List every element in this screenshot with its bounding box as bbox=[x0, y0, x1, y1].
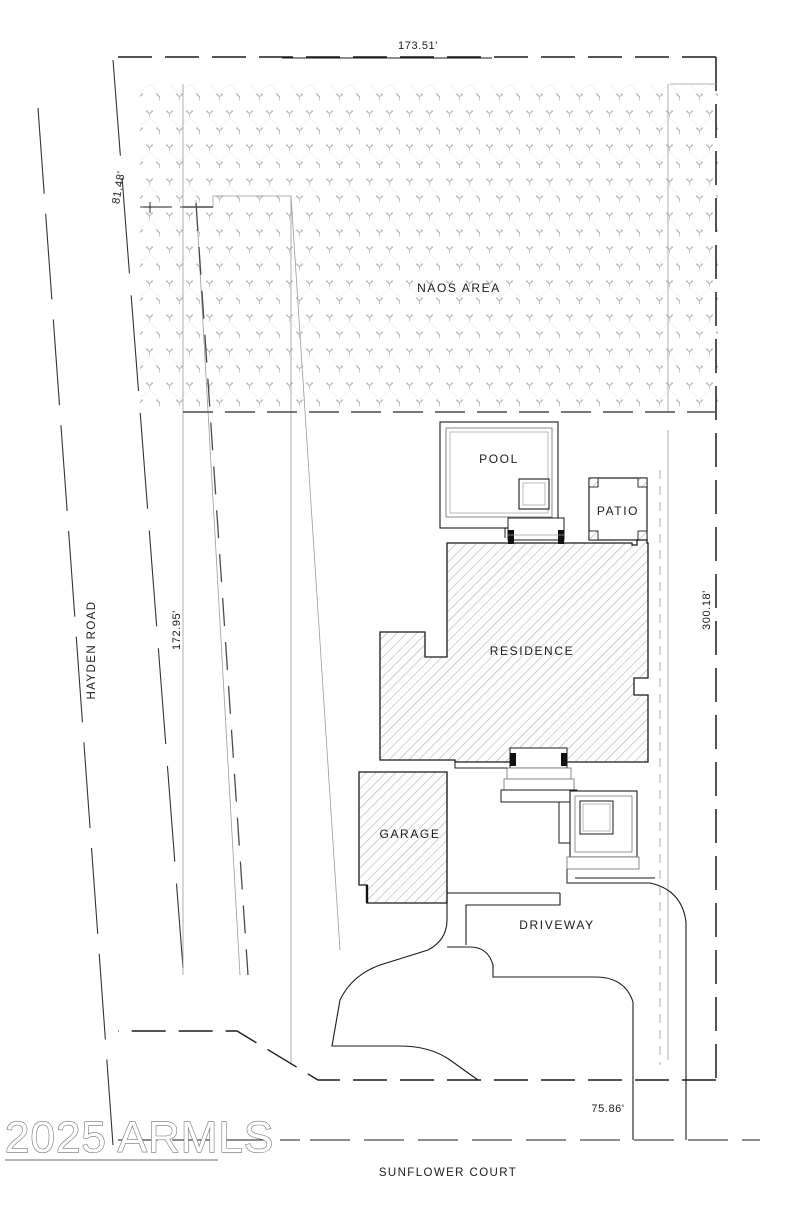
driveway-south-edge bbox=[447, 946, 634, 1080]
naos-area-region bbox=[140, 84, 718, 414]
pool-label: POOL bbox=[479, 452, 519, 466]
dimension-left-label: 172.95' bbox=[171, 610, 183, 650]
naos-area-label: NAOS AREA bbox=[417, 281, 501, 295]
dimension-right: 300.18' bbox=[701, 590, 713, 630]
armls-watermark: 2025 ARMLS bbox=[5, 1113, 274, 1162]
street-label-hayden-road: HAYDEN ROAD bbox=[86, 601, 98, 700]
pool-structure bbox=[439, 421, 559, 538]
dimension-bottom-label: 75.86' bbox=[591, 1103, 624, 1115]
front-entry-steps bbox=[454, 747, 578, 803]
patio-label: PATIO bbox=[597, 504, 639, 518]
dimension-right-label: 300.18' bbox=[701, 590, 713, 630]
dimension-top: 173.51' bbox=[282, 40, 492, 59]
patio-structure bbox=[588, 477, 648, 541]
dimension-upper-left: 81.48' bbox=[110, 170, 171, 213]
dimension-top-label: 173.51' bbox=[398, 40, 438, 52]
driveway-outline bbox=[331, 772, 560, 1081]
driveway-label: DRIVEWAY bbox=[519, 918, 594, 932]
dimension-upper-left-label: 81.48' bbox=[110, 170, 128, 205]
residence-structure bbox=[379, 539, 649, 763]
setback-lines bbox=[182, 83, 716, 1065]
driveway-apron bbox=[465, 882, 687, 1080]
rear-entry-steps bbox=[507, 517, 565, 544]
property-boundary bbox=[118, 56, 717, 1081]
hayden-road-edge bbox=[37, 59, 184, 1146]
dimension-bottom: 75.86' bbox=[591, 1103, 624, 1115]
garage-label: GARAGE bbox=[380, 827, 441, 841]
driveway-courtyard bbox=[558, 790, 655, 884]
dimension-left: 172.95' bbox=[171, 610, 183, 650]
residence-label: RESIDENCE bbox=[490, 644, 574, 658]
street-label-sunflower-court: SUNFLOWER COURT bbox=[379, 1167, 517, 1179]
sunflower-court-edge bbox=[118, 1080, 760, 1141]
